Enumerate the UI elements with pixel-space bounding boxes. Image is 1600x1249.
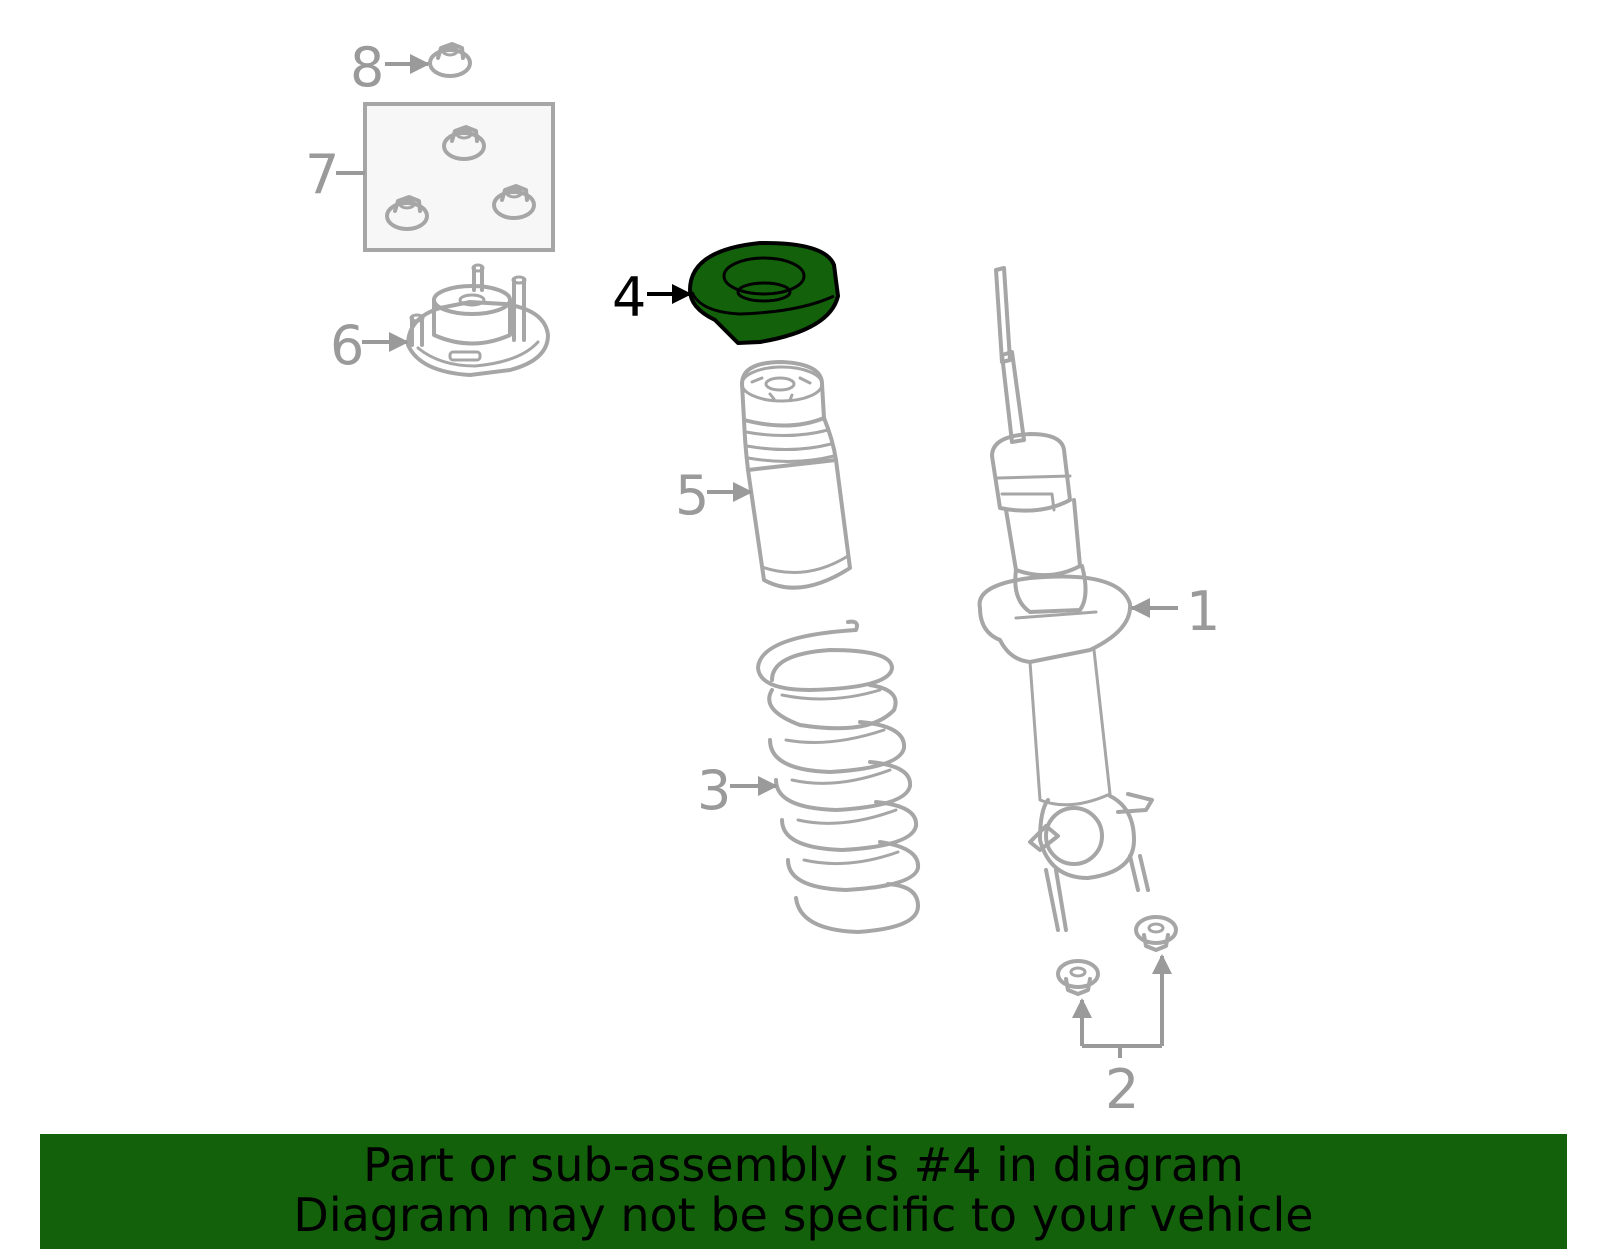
- callout-5[interactable]: 5: [675, 464, 709, 527]
- callout-8[interactable]: 8: [350, 36, 384, 99]
- info-banner: Part or sub-assembly is #4 in diagram Di…: [40, 1134, 1567, 1249]
- part-7-nut-kit[interactable]: [363, 102, 555, 252]
- part-4-spring-insulator[interactable]: [688, 240, 840, 345]
- parts-diagram: 8 7 6: [305, 36, 1220, 1121]
- callout-3[interactable]: 3: [697, 759, 731, 822]
- callout-6[interactable]: 6: [330, 314, 364, 377]
- part-8-nut[interactable]: [428, 42, 472, 78]
- kit-nut-right: [492, 184, 536, 220]
- kit-nut-top: [442, 125, 486, 161]
- part-5-bump-stop[interactable]: [740, 360, 852, 590]
- part-3-coil-spring[interactable]: [756, 619, 921, 934]
- banner-line-1: Part or sub-assembly is #4 in diagram: [363, 1138, 1244, 1192]
- banner-line-2: Diagram may not be specific to your vehi…: [293, 1188, 1314, 1242]
- callout-1[interactable]: 1: [1186, 580, 1220, 643]
- part-2-lower-nuts[interactable]: [1056, 915, 1178, 996]
- callout-4[interactable]: 4: [612, 266, 646, 329]
- callout-2[interactable]: 2: [1105, 1058, 1139, 1121]
- part-6-upper-mount[interactable]: [406, 263, 550, 377]
- part-1-strut[interactable]: [977, 266, 1154, 932]
- callout-7[interactable]: 7: [305, 143, 339, 206]
- kit-nut-left: [385, 195, 429, 231]
- lower-nut-right: [1134, 915, 1178, 952]
- lower-nut-left: [1056, 959, 1100, 996]
